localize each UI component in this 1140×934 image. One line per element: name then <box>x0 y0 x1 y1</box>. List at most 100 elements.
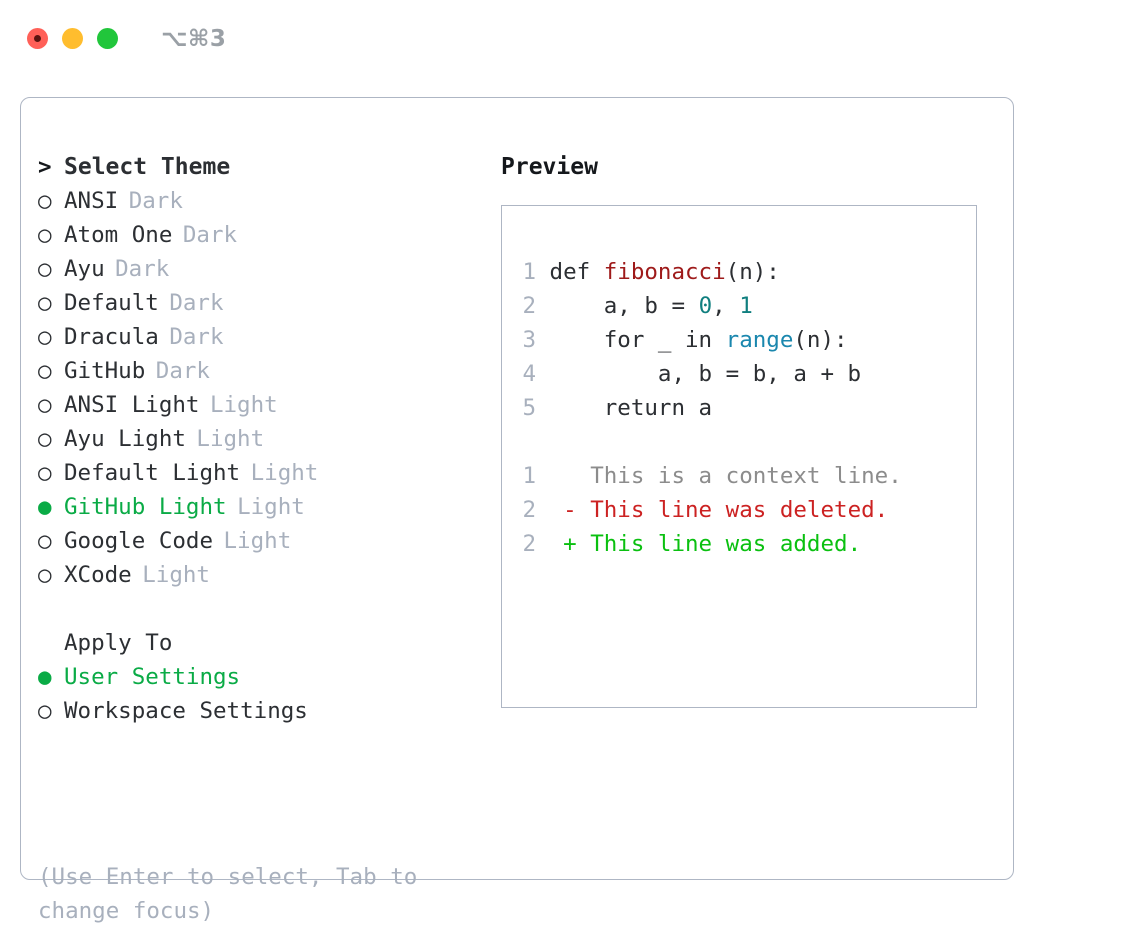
theme-item-label: ANSI Light <box>64 392 200 418</box>
theme-item-variant-badge: Dark <box>115 256 170 282</box>
diff-marker-context <box>563 463 590 489</box>
apply-to-list: ●User Settings○Workspace Settings <box>38 660 488 728</box>
theme-item-label: Atom One <box>64 222 173 248</box>
code-line-gutter-space <box>536 259 550 285</box>
theme-item-variant-badge: Dark <box>182 222 238 248</box>
theme-item-variant-badge: Dark <box>169 324 224 350</box>
diff-gutter-space <box>536 463 563 489</box>
code-token-plain: return a <box>549 395 713 421</box>
diff-line-text: This line was deleted. <box>590 497 889 523</box>
code-line: 1 def fibonacci(n): <box>514 255 902 289</box>
diff-gutter-space <box>536 531 563 557</box>
radio-unselected-icon[interactable]: ○ <box>38 324 52 350</box>
theme-list-item[interactable]: ○ ANSI Dark <box>38 184 488 218</box>
theme-item-variant-badge: Light <box>223 528 292 554</box>
code-token-number: 0 <box>698 293 713 319</box>
code-token-plain: def <box>549 259 604 285</box>
theme-item-label: Default Light <box>64 460 241 486</box>
keyboard-hint: (Use Enter to select, Tab to change focu… <box>38 864 418 924</box>
apply-to-list-item[interactable]: ●User Settings <box>38 660 488 694</box>
diff-line-number: 1 <box>522 463 536 489</box>
code-line: 3 for _ in range(n): <box>514 323 902 357</box>
radio-unselected-icon[interactable]: ○ <box>38 528 52 554</box>
code-token-builtin: range <box>725 327 794 353</box>
code-diff-separator <box>514 425 902 459</box>
code-line-number: 1 <box>522 259 536 285</box>
diff-line-text: This line was added. <box>590 531 862 557</box>
theme-item-variant-badge: Light <box>250 460 319 486</box>
radio-unselected-icon[interactable]: ○ <box>38 426 52 452</box>
section-spacer <box>38 592 488 626</box>
diff-line: 2 - This line was deleted. <box>514 493 902 527</box>
apply-to-list-item[interactable]: ○Workspace Settings <box>38 694 488 728</box>
theme-list-item[interactable]: ○ Default Light Light <box>38 456 488 490</box>
code-line-number: 2 <box>522 293 536 319</box>
radio-unselected-icon[interactable]: ○ <box>38 188 52 214</box>
theme-item-label: Default <box>64 290 159 316</box>
code-token-number: 1 <box>739 293 753 319</box>
theme-list-item[interactable]: ○ Ayu Light Light <box>38 422 488 456</box>
code-line-gutter-space <box>536 395 550 421</box>
code-token-plain: a, b = b, a + b <box>549 361 862 387</box>
radio-unselected-icon[interactable]: ○ <box>38 460 52 486</box>
select-theme-header: > Select Theme <box>38 150 488 184</box>
code-token-plain: (n): <box>725 259 780 285</box>
radio-unselected-icon[interactable]: ○ <box>38 222 52 248</box>
preview-column: Preview 1 def fibonacci(n):2 a, b = 0, 1… <box>501 150 991 708</box>
code-line-number: 5 <box>522 395 536 421</box>
prompt-caret-icon: > <box>38 154 52 180</box>
apply-to-header: ○ Apply To <box>38 626 488 660</box>
code-token-plain: for _ in <box>549 327 726 353</box>
theme-item-label: Dracula <box>64 324 159 350</box>
diff-line-text: This is a context line. <box>590 463 902 489</box>
close-window-button[interactable] <box>27 28 48 49</box>
radio-unselected-icon[interactable]: ○ <box>38 358 52 384</box>
diff-line-number: 2 <box>522 497 536 523</box>
select-theme-header-label: Select Theme <box>64 154 231 180</box>
code-line-gutter-space <box>536 293 550 319</box>
diff-gutter-space <box>536 497 563 523</box>
maximize-window-button[interactable] <box>97 28 118 49</box>
traffic-light-group <box>27 28 118 49</box>
theme-item-label: GitHub <box>64 358 146 384</box>
radio-selected-icon[interactable]: ● <box>38 494 52 520</box>
theme-item-variant-badge: Light <box>196 426 265 452</box>
diff-line: 2 + This line was added. <box>514 527 902 561</box>
code-line-number: 3 <box>522 327 536 353</box>
theme-list-item[interactable]: ○ Ayu Dark <box>38 252 488 286</box>
radio-unselected-icon[interactable]: ○ <box>38 256 52 282</box>
theme-item-label: Ayu Light <box>64 426 186 452</box>
theme-item-label: GitHub Light <box>64 494 227 520</box>
preview-title: Preview <box>501 154 598 180</box>
radio-unselected-icon[interactable]: ○ <box>38 290 52 316</box>
radio-unselected-icon[interactable]: ○ <box>38 562 52 588</box>
theme-list-item[interactable]: ○ Dracula Dark <box>38 320 488 354</box>
minimize-window-button[interactable] <box>62 28 83 49</box>
theme-item-label: ANSI <box>64 188 119 214</box>
theme-item-variant-badge: Dark <box>128 188 183 214</box>
code-token-plain: (n): <box>793 327 848 353</box>
radio-selected-icon[interactable]: ● <box>38 664 52 690</box>
code-token-function: fibonacci <box>603 259 726 285</box>
theme-list-item[interactable]: ○ Atom One Dark <box>38 218 488 252</box>
code-line-gutter-space <box>536 327 550 353</box>
code-line: 4 a, b = b, a + b <box>514 357 902 391</box>
apply-to-header-marker: ○ <box>38 626 64 660</box>
radio-unselected-icon[interactable]: ○ <box>38 392 52 418</box>
theme-item-label: Ayu <box>64 256 105 282</box>
diff-marker-deleted: - <box>563 497 591 523</box>
radio-unselected-icon[interactable]: ○ <box>38 698 52 724</box>
diff-line-number: 2 <box>522 531 536 557</box>
code-token-plain: , <box>712 293 740 319</box>
